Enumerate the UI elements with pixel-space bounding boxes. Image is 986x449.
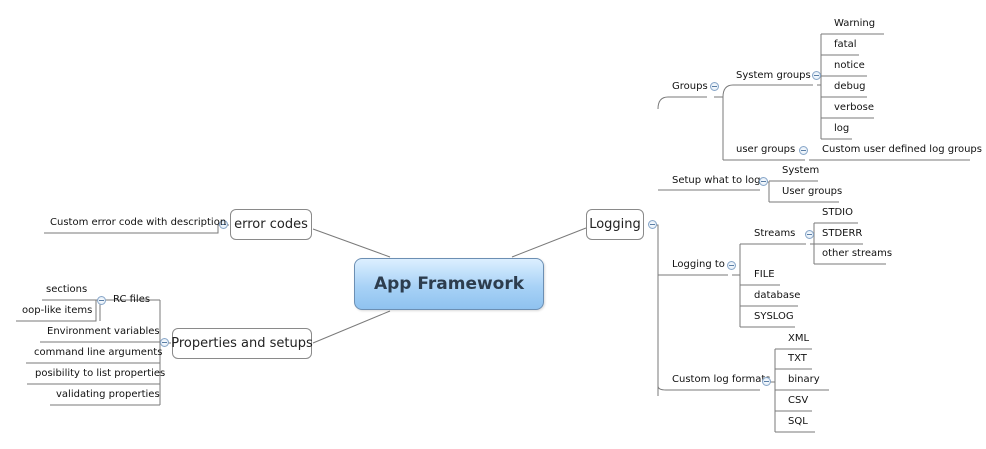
node-streams[interactable]: Streams	[754, 228, 796, 239]
topic-properties-label: Properties and setups	[171, 336, 313, 351]
collapse-error-codes-toggle[interactable]	[219, 220, 228, 229]
node-groups[interactable]: Groups	[672, 81, 708, 92]
node-csv[interactable]: CSV	[788, 395, 809, 406]
node-setup-user-groups[interactable]: User groups	[782, 186, 843, 197]
node-setup-what-to-log[interactable]: Setup what to log	[672, 175, 761, 186]
node-notice[interactable]: notice	[834, 60, 865, 71]
node-command-line-arguments[interactable]: command line arguments	[34, 347, 163, 358]
central-topic-label: App Framework	[373, 274, 525, 294]
node-binary[interactable]: binary	[788, 374, 820, 385]
node-sections[interactable]: sections	[46, 284, 88, 295]
node-file[interactable]: FILE	[754, 269, 775, 280]
collapse-setup-toggle[interactable]	[759, 177, 768, 186]
node-database[interactable]: database	[754, 290, 801, 301]
node-user-groups[interactable]: user groups	[736, 144, 796, 155]
topic-error-codes[interactable]: error codes	[230, 209, 312, 240]
node-oop-like-items[interactable]: oop-like items	[22, 305, 93, 316]
collapse-properties-toggle[interactable]	[160, 338, 169, 347]
node-fatal[interactable]: fatal	[834, 39, 857, 50]
node-setup-system[interactable]: System	[782, 165, 820, 176]
topic-logging-label: Logging	[589, 217, 641, 232]
node-log[interactable]: log	[834, 123, 850, 134]
node-syslog[interactable]: SYSLOG	[754, 311, 794, 322]
node-custom-log-formats[interactable]: Custom log formats	[672, 374, 771, 385]
node-stderr[interactable]: STDERR	[822, 228, 863, 239]
node-sql[interactable]: SQL	[788, 416, 808, 427]
collapse-formats-toggle[interactable]	[762, 377, 771, 386]
central-topic[interactable]: App Framework	[354, 258, 544, 310]
topic-error-codes-label: error codes	[234, 217, 308, 232]
collapse-rc-files-toggle[interactable]	[97, 296, 106, 305]
topic-logging[interactable]: Logging	[586, 209, 644, 240]
node-other-streams[interactable]: other streams	[822, 248, 893, 259]
node-debug[interactable]: debug	[834, 81, 866, 92]
node-custom-error-code[interactable]: Custom error code with description	[50, 217, 227, 228]
collapse-groups-toggle[interactable]	[710, 82, 719, 91]
collapse-logging-to-toggle[interactable]	[727, 261, 736, 270]
node-xml[interactable]: XML	[788, 333, 810, 344]
collapse-system-groups-toggle[interactable]	[812, 71, 821, 80]
node-verbose[interactable]: verbose	[834, 102, 875, 113]
topic-properties[interactable]: Properties and setups	[171, 328, 313, 359]
node-environment-variables[interactable]: Environment variables	[47, 326, 160, 337]
node-list-properties[interactable]: posibility to list properties	[35, 368, 166, 379]
collapse-user-groups-toggle[interactable]	[799, 146, 808, 155]
collapse-logging-toggle[interactable]	[648, 220, 657, 229]
node-system-groups[interactable]: System groups	[736, 70, 811, 81]
node-rc-files[interactable]: RC files	[113, 294, 151, 305]
collapse-streams-toggle[interactable]	[805, 230, 814, 239]
node-custom-user-groups[interactable]: Custom user defined log groups	[822, 144, 982, 155]
node-validating-properties[interactable]: validating properties	[56, 389, 160, 400]
node-txt[interactable]: TXT	[788, 353, 807, 364]
node-stdio[interactable]: STDIO	[822, 207, 853, 218]
node-logging-to[interactable]: Logging to	[672, 259, 725, 270]
node-warning[interactable]: Warning	[834, 18, 876, 29]
